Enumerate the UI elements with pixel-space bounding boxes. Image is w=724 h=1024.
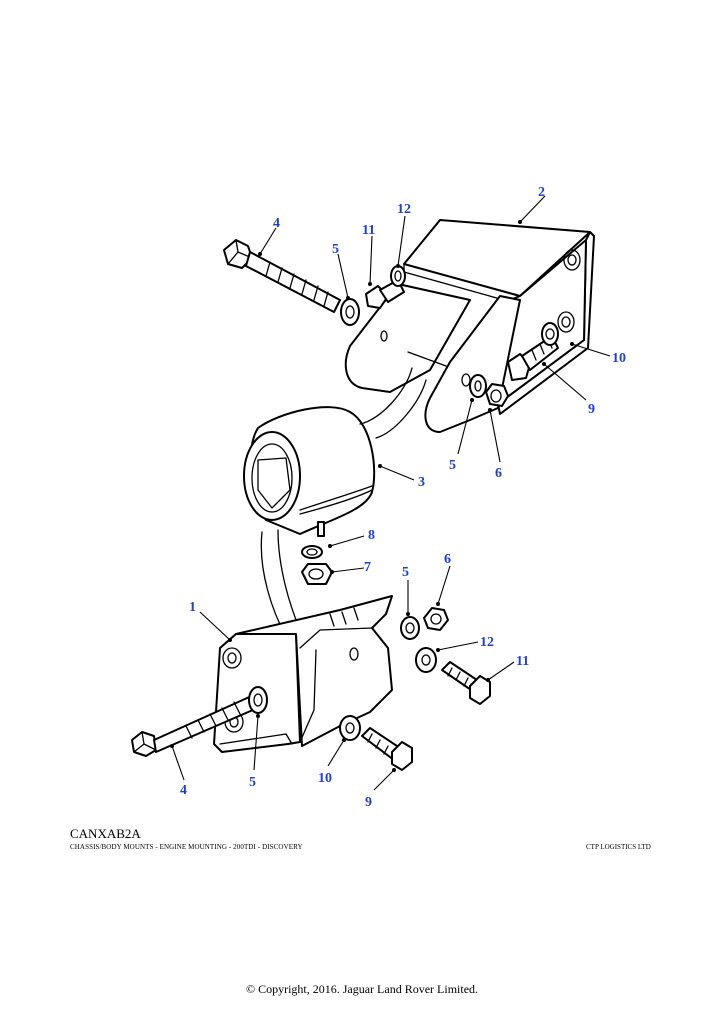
callout-10-bottom: 10 <box>318 771 332 786</box>
assembly-curve-upper-2 <box>375 379 427 439</box>
mid-washer-5 <box>469 374 487 398</box>
diagram-code: CANXAB2A <box>70 826 141 841</box>
upper-right-washer-10 <box>541 322 559 346</box>
lower-washer-10 <box>339 715 361 741</box>
callout-3: 3 <box>418 475 425 490</box>
callout-12-top: 12 <box>397 202 411 217</box>
copyright-notice: © Copyright, 2016. Jaguar Land Rover Lim… <box>245 982 479 996</box>
callout-numbers: 2 4 5 11 12 10 9 5 6 3 8 7 5 6 1 12 11 4… <box>180 185 626 810</box>
callout-2: 2 <box>538 185 545 200</box>
callout-5-top-left: 5 <box>332 242 339 257</box>
lower-right-washer-12 <box>415 647 437 673</box>
callout-4-top: 4 <box>273 216 280 231</box>
callout-5-mid: 5 <box>449 458 456 473</box>
lower-bracket <box>213 595 393 753</box>
callout-1: 1 <box>189 600 196 615</box>
diagram-caption: CHASSIS/BODY MOUNTS - ENGINE MOUNTING - … <box>70 843 303 851</box>
callout-7: 7 <box>364 560 371 575</box>
washer-8 <box>301 545 323 559</box>
upper-washer-5 <box>340 298 360 326</box>
lower-bolt-9 <box>361 727 413 771</box>
upper-right-bolt-9 <box>507 335 559 381</box>
callout-4-bottom: 4 <box>180 783 187 798</box>
callout-11-top: 11 <box>362 223 375 238</box>
callout-6-mid: 6 <box>495 466 502 481</box>
upper-long-bolt <box>223 239 341 313</box>
lower-right-nut-6 <box>423 607 449 631</box>
callout-8: 8 <box>368 528 375 543</box>
callout-10-top: 10 <box>612 351 626 366</box>
mid-nut-6 <box>485 383 509 407</box>
lower-right-bolt-11 <box>441 661 491 705</box>
callout-9-top: 9 <box>588 402 595 417</box>
assembly-curve-upper <box>359 367 413 425</box>
leader-lines <box>170 195 611 791</box>
upper-washer-12 <box>390 265 406 287</box>
rubber-mount <box>243 406 376 537</box>
assembly-curve-lower-2 <box>277 529 301 631</box>
lower-right-washer-5 <box>400 616 420 640</box>
callout-12-lower: 12 <box>480 635 494 650</box>
callout-6-lower-right: 6 <box>444 552 451 567</box>
lower-long-bolt <box>131 693 263 757</box>
callout-9-bottom: 9 <box>365 795 372 810</box>
callout-5-lower-right: 5 <box>402 565 409 580</box>
upper-bracket <box>344 219 595 433</box>
callout-5-bottom: 5 <box>249 775 256 790</box>
callout-11-lower: 11 <box>516 654 529 669</box>
company-name: CTP LOGISTICS LTD <box>586 843 651 851</box>
lower-washer-5 <box>248 686 268 714</box>
nut-7 <box>301 563 333 585</box>
